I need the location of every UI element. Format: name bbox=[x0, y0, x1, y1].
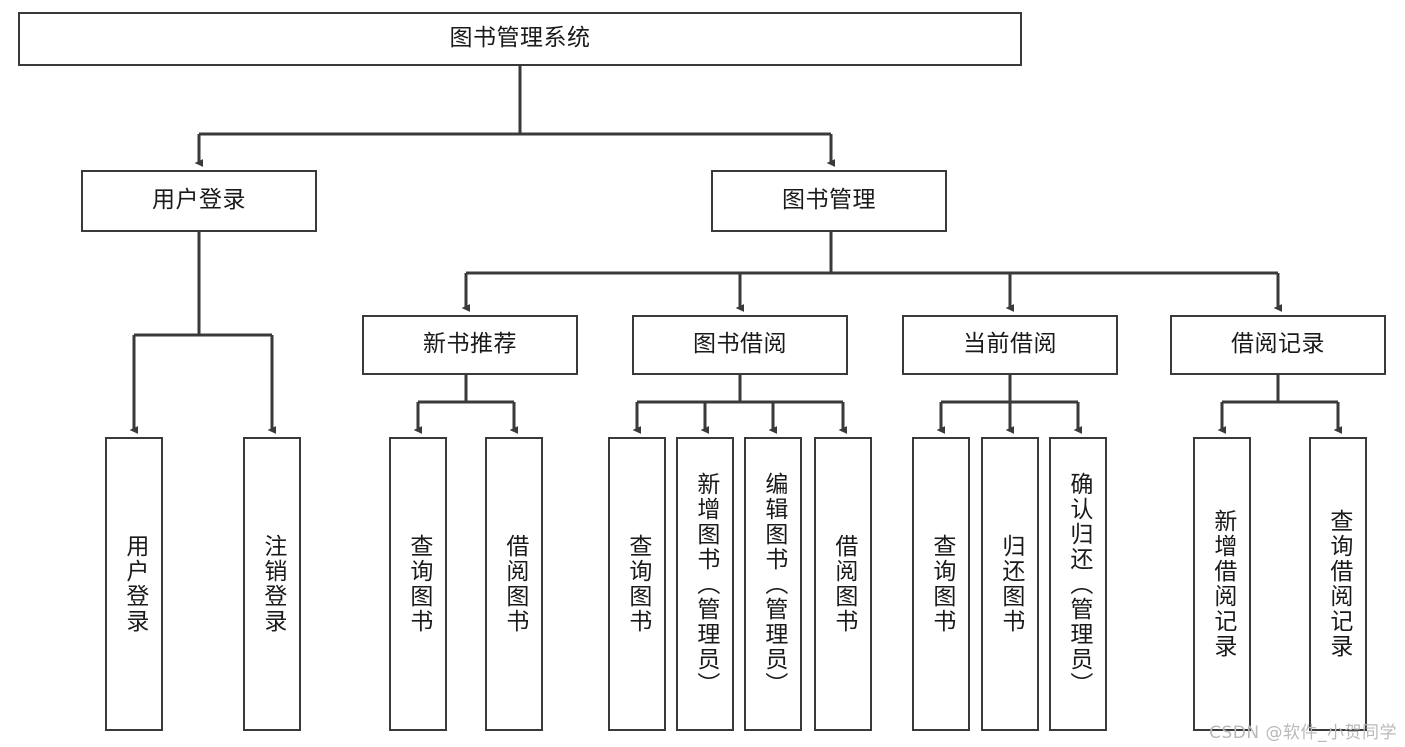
node-label: 借阅图书 bbox=[501, 534, 528, 634]
node-label: 用户登录 bbox=[121, 534, 148, 634]
node-label: 图书管理系统 bbox=[449, 25, 591, 52]
leaf-logout[interactable]: 注销登录 bbox=[243, 437, 301, 731]
node-root-system[interactable]: 图书管理系统 bbox=[18, 12, 1022, 66]
node-borrow-records[interactable]: 借阅记录 bbox=[1170, 315, 1386, 375]
leaf-query-borrow-record[interactable]: 查询借阅记录 bbox=[1309, 437, 1367, 731]
node-label: 确认归还（管理员） bbox=[1065, 471, 1092, 697]
node-label: 借阅记录 bbox=[1231, 331, 1325, 358]
node-current-borrow[interactable]: 当前借阅 bbox=[902, 315, 1118, 375]
node-user-login[interactable]: 用户登录 bbox=[81, 170, 317, 232]
node-label: 借阅图书 bbox=[830, 534, 857, 634]
node-label: 归还图书 bbox=[997, 534, 1024, 634]
leaf-borrow-books-newbook[interactable]: 借阅图书 bbox=[485, 437, 543, 731]
leaf-borrow-books[interactable]: 借阅图书 bbox=[814, 437, 872, 731]
leaf-confirm-return-admin[interactable]: 确认归还（管理员） bbox=[1049, 437, 1107, 731]
node-label: 当前借阅 bbox=[963, 331, 1057, 358]
leaf-query-books-current[interactable]: 查询图书 bbox=[912, 437, 970, 731]
node-label: 新增借阅记录 bbox=[1209, 509, 1236, 659]
node-label: 编辑图书（管理员） bbox=[760, 471, 787, 697]
leaf-add-borrow-record[interactable]: 新增借阅记录 bbox=[1193, 437, 1251, 731]
node-label: 查询借阅记录 bbox=[1325, 509, 1352, 659]
node-label: 新增图书（管理员） bbox=[692, 471, 719, 697]
node-label: 用户登录 bbox=[152, 187, 246, 214]
leaf-return-books[interactable]: 归还图书 bbox=[981, 437, 1039, 731]
node-label: 新书推荐 bbox=[423, 331, 517, 358]
node-label: 图书借阅 bbox=[693, 331, 787, 358]
node-book-management[interactable]: 图书管理 bbox=[711, 170, 947, 232]
leaf-user-login[interactable]: 用户登录 bbox=[105, 437, 163, 731]
leaf-query-books-borrow[interactable]: 查询图书 bbox=[608, 437, 666, 731]
watermark-text: CSDN @软件_小贺同学 bbox=[1209, 723, 1397, 743]
node-label: 查询图书 bbox=[624, 534, 651, 634]
node-new-book-recommend[interactable]: 新书推荐 bbox=[362, 315, 578, 375]
node-book-borrow[interactable]: 图书借阅 bbox=[632, 315, 848, 375]
leaf-query-books-newbook[interactable]: 查询图书 bbox=[389, 437, 447, 731]
leaf-edit-book-admin[interactable]: 编辑图书（管理员） bbox=[744, 437, 802, 731]
leaf-add-book-admin[interactable]: 新增图书（管理员） bbox=[676, 437, 734, 731]
node-label: 查询图书 bbox=[928, 534, 955, 634]
node-label: 图书管理 bbox=[782, 187, 876, 214]
node-label: 注销登录 bbox=[259, 534, 286, 634]
node-label: 查询图书 bbox=[405, 534, 432, 634]
